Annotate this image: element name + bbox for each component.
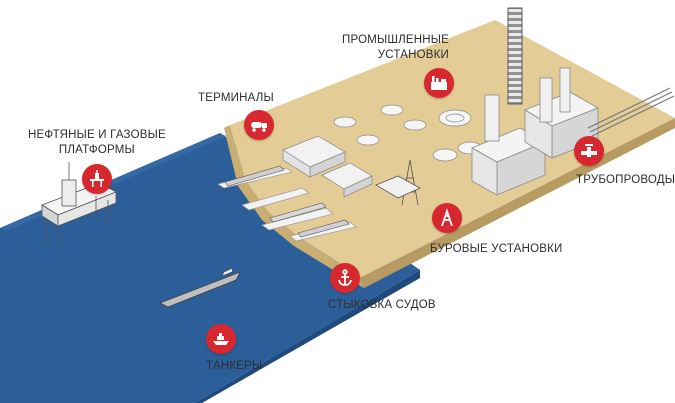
label-docking: СТЫКОВКА СУДОВ bbox=[328, 299, 436, 311]
land-drilling-rig bbox=[375, 159, 421, 206]
drilling-rig-icon bbox=[432, 203, 462, 233]
moored-ships bbox=[224, 165, 350, 238]
factory-icon bbox=[424, 68, 454, 98]
tanker-ship bbox=[159, 267, 241, 308]
tank-truck-icon bbox=[244, 110, 274, 140]
label-pipelines: ТРУБОПРОВОДЫ bbox=[576, 174, 675, 186]
label-drilling: БУРОВЫЕ УСТАНОВКИ bbox=[430, 243, 563, 255]
ship-icon bbox=[206, 324, 236, 354]
label-terminals: ТЕРМИНАЛЫ bbox=[198, 92, 274, 104]
storage-tanks bbox=[333, 104, 483, 162]
label-tankers: ТАНКЕРЫ bbox=[206, 360, 263, 372]
pipelines bbox=[587, 87, 675, 137]
anchor-icon bbox=[330, 263, 360, 293]
valve-icon bbox=[574, 136, 604, 166]
label-platforms: НЕФТЯНЫЕ И ГАЗОВЫЕ ПЛАТФОРМЫ bbox=[28, 129, 166, 156]
refinery-tower bbox=[507, 7, 523, 105]
warehouses bbox=[282, 135, 373, 198]
label-industrial: ПРОМЫШЛЕННЫЕ УСТАНОВКИ bbox=[342, 34, 450, 61]
oil-platform-icon bbox=[82, 164, 112, 194]
